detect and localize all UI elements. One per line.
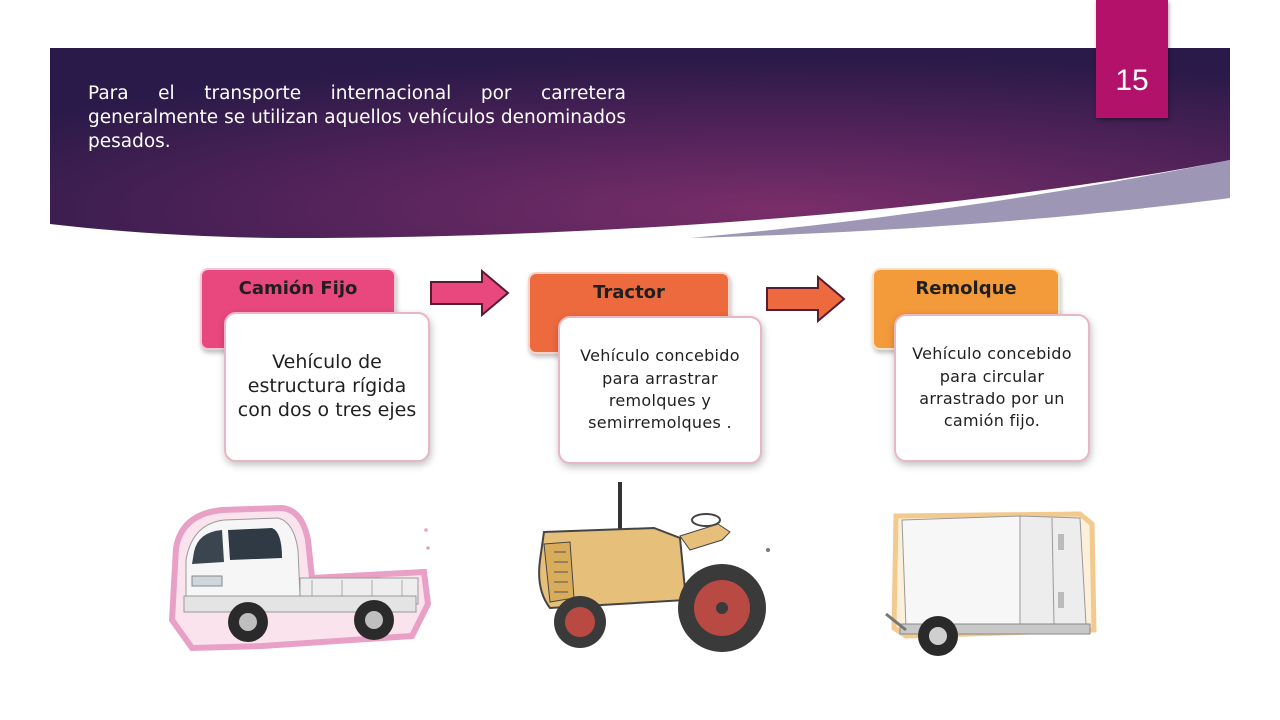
header-remolque-label: Remolque <box>915 278 1017 299</box>
trailer-picture <box>885 511 1097 656</box>
card-tractor-text: Vehículo concebido para arrastrar remolq… <box>580 346 740 433</box>
card-camion-fijo: Vehículo de estructura rígida con dos o … <box>224 312 430 462</box>
header-camion-fijo-label: Camión Fijo <box>238 278 358 299</box>
truck-picture <box>168 504 432 652</box>
card-remolque: Vehículo concebido para circular arrastr… <box>894 314 1090 462</box>
page-number: 15 <box>1115 64 1149 97</box>
card-remolque-text: Vehículo concebido para circular arrastr… <box>912 344 1072 431</box>
card-camion-fijo-text: Vehículo de estructura rígida con dos o … <box>237 351 417 421</box>
page-number-badge: 15 <box>1096 0 1168 118</box>
header-tractor-label: Tractor <box>593 282 665 303</box>
tractor-picture <box>538 482 770 652</box>
intro-text: Para el transporte internacional por car… <box>88 83 626 153</box>
header-banner <box>50 48 1230 238</box>
arrow-right-icon <box>766 274 846 324</box>
card-tractor: Vehículo concebido para arrastrar remolq… <box>558 316 762 464</box>
arrow-right-icon <box>430 268 510 318</box>
